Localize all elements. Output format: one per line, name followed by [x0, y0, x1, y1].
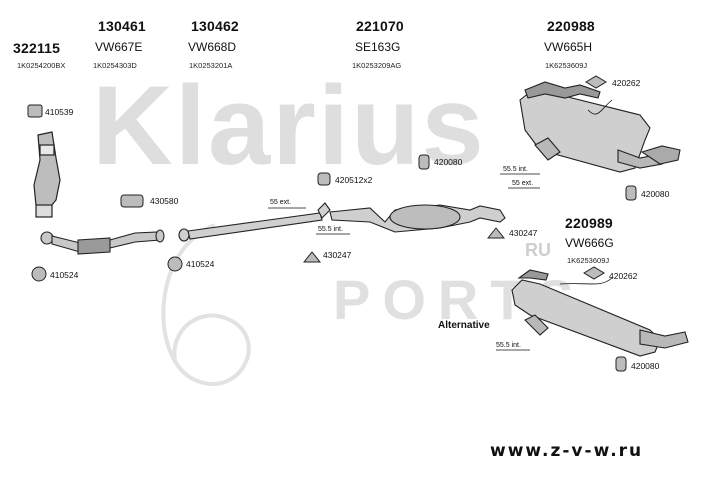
fitting-label-420512: 420512x2	[335, 175, 373, 185]
part-ref-322115: 1K0254200BX	[17, 61, 66, 70]
fitting-label-430247-b: 430247	[509, 228, 538, 238]
rear-silencer	[519, 81, 681, 173]
catalyst-diagram	[33, 131, 61, 218]
intermediate-pipe	[178, 202, 331, 242]
part-model-130462: VW668D	[188, 40, 237, 54]
fitting-label-430247-a: 430247	[323, 250, 352, 260]
part-ref-220989: 1K6253609J	[567, 256, 610, 265]
part-number-130462: 130462	[191, 18, 239, 34]
fitting-label-430580: 430580	[150, 196, 179, 206]
measure-label-4: 55 ext.	[512, 180, 534, 187]
centre-silencer	[329, 204, 506, 233]
part-model-220988: VW665H	[544, 40, 593, 54]
measure-label-3: 55.5 int.	[503, 166, 528, 173]
part-number-130461: 130461	[98, 18, 146, 34]
part-ref-130461: 1K0254303D	[93, 61, 137, 70]
fitting-icons	[27, 75, 637, 372]
leader-lines	[268, 99, 613, 351]
fitting-label-410524-b: 410524	[186, 259, 215, 269]
part-model-221070: SE163G	[355, 40, 401, 54]
fitting-label-410524-a: 410524	[50, 270, 79, 280]
part-ref-130462: 1K0253201A	[189, 61, 233, 70]
measure-label-5: 55.5 int.	[496, 342, 521, 349]
part-ref-221070: 1K0253209AG	[352, 61, 402, 70]
part-number-221070: 221070	[356, 18, 404, 34]
front-pipe	[40, 229, 165, 255]
part-ref-220988: 1K6253609J	[545, 61, 588, 70]
ru-watermark: RU	[525, 240, 551, 260]
part-number-220989: 220989	[565, 215, 613, 231]
fitting-label-420080-a: 420080	[434, 157, 463, 167]
watermark-swirl	[161, 223, 251, 386]
part-number-322115: 322115	[13, 40, 61, 56]
fitting-label-410539: 410539	[45, 107, 74, 117]
klarius-watermark: Klarius	[92, 63, 486, 188]
fitting-label-420080-b: 420080	[641, 189, 670, 199]
fitting-label-420080-c: 420080	[631, 361, 660, 371]
part-model-220989: VW666G	[565, 236, 614, 250]
part-number-220988: 220988	[547, 18, 595, 34]
measure-label-2: 55.5 int.	[318, 226, 343, 233]
part-model-130461: VW667E	[95, 40, 143, 54]
footer-url: www.z-v-w.ru	[490, 441, 644, 461]
fitting-label-420262-b: 420262	[609, 271, 638, 281]
alternative-label: Alternative	[438, 320, 490, 331]
rear-silencer-alternative	[511, 269, 689, 357]
fitting-label-420262-a: 420262	[612, 78, 641, 88]
measure-label-1: 55 ext.	[270, 199, 292, 206]
